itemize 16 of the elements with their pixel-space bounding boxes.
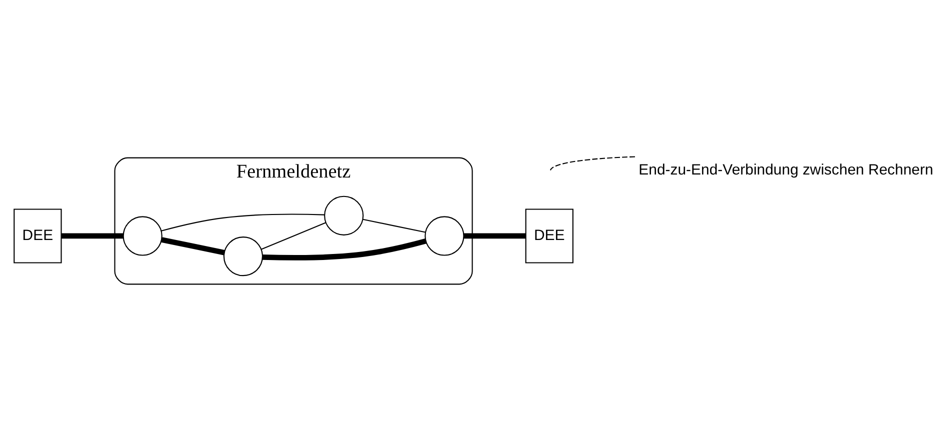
node-circle: [324, 195, 364, 235]
node-circle: [223, 236, 264, 276]
node-circle: [122, 216, 162, 256]
cluster: Fernmeldenetz: [114, 156, 473, 284]
connector: [550, 156, 636, 170]
connector: [161, 236, 225, 255]
connector: [262, 238, 426, 260]
connector: [261, 222, 326, 250]
connector: [161, 213, 325, 231]
node-box: DEE: [14, 208, 62, 263]
connector: [464, 232, 526, 238]
connector: [362, 218, 426, 232]
node-circle: [424, 216, 464, 256]
connector: [62, 232, 124, 238]
node-text: End-zu-End-Verbindung zwischen Rechnern: [638, 161, 934, 178]
node-box: DEE: [525, 208, 574, 263]
